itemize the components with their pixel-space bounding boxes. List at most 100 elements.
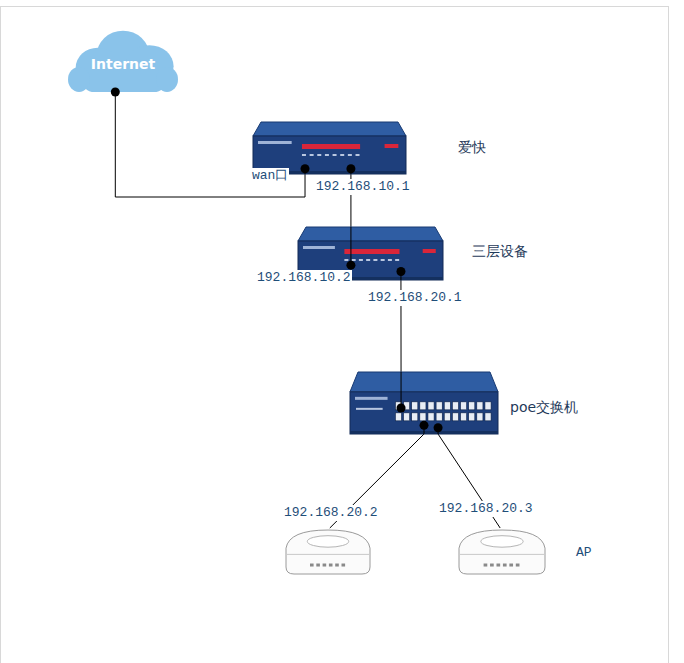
status-light (359, 259, 363, 261)
power-light (385, 144, 399, 148)
switch-port (436, 402, 442, 410)
port-dot (301, 164, 310, 173)
ap-vent (335, 564, 339, 567)
address-label: AP (575, 545, 593, 561)
frame-border (1, 7, 669, 663)
device-top (350, 372, 498, 392)
switch-icon (350, 372, 498, 434)
ap-vent (310, 564, 314, 567)
status-light (344, 259, 348, 261)
ip-address: 192.168.20.3 (438, 501, 534, 517)
status-light (325, 154, 329, 156)
poe-switch: poe交换机 (350, 372, 498, 434)
ap-icon (456, 528, 548, 576)
switch-port (444, 413, 450, 421)
address-label: 192.168.20.1 (367, 290, 463, 306)
status-light (381, 259, 385, 261)
port-stub (350, 227, 351, 265)
switch-port (404, 413, 410, 421)
status-light (340, 154, 344, 156)
switch-port (469, 402, 475, 410)
ap-seam (460, 554, 544, 555)
switch-port (395, 413, 401, 421)
ip-address: 192.168.20.2 (283, 505, 379, 521)
port-dot (434, 423, 443, 432)
port-dot (346, 261, 355, 270)
led-strip (302, 144, 360, 149)
ap-top (481, 536, 523, 548)
switch-port (477, 413, 483, 421)
status-light (356, 408, 383, 410)
brand-mark (355, 397, 388, 400)
switch-port (461, 402, 467, 410)
port-label: wan口 (251, 168, 289, 184)
ap-vent (490, 564, 494, 567)
router-icon (253, 122, 406, 174)
status-light (352, 259, 356, 261)
switch-port (428, 413, 434, 421)
status-light (373, 259, 377, 261)
brand-mark (303, 246, 335, 249)
address-label: 192.168.10.2 (256, 270, 352, 286)
ap-vent (503, 564, 507, 567)
device-top (298, 227, 443, 241)
switch-port (477, 402, 483, 410)
ap-top (307, 536, 348, 548)
ap-vent (516, 564, 520, 567)
ap-vent (342, 564, 346, 567)
switch-port (428, 402, 434, 410)
switch-port (412, 413, 418, 421)
ap-vent (484, 564, 488, 567)
device-name: poe交换机 (510, 399, 578, 416)
address-label: 192.168.10.1 (315, 179, 411, 195)
switch-port (461, 413, 467, 421)
device-front (350, 392, 498, 434)
ap-body (459, 530, 545, 574)
ap-vent (496, 564, 500, 567)
switch-port (436, 413, 442, 421)
switch-port (420, 413, 426, 421)
access-point: 192.168.20.3 (456, 528, 548, 576)
brand-mark (258, 141, 292, 144)
status-light (388, 259, 392, 261)
power-light (423, 249, 436, 253)
status-light (302, 154, 306, 156)
ap-vent (316, 564, 320, 567)
ap-vent (509, 564, 513, 567)
switch-port (452, 402, 458, 410)
ap-body (286, 530, 370, 574)
port-dot (420, 421, 429, 430)
ap-vent (323, 564, 327, 567)
port-dot (346, 164, 355, 173)
port-dot (396, 267, 405, 276)
led-strip (344, 249, 399, 254)
port-dot (397, 403, 406, 412)
device-top (253, 122, 406, 136)
switch-port (485, 413, 491, 421)
switch-port (420, 402, 426, 410)
cloud-shape (68, 31, 178, 92)
cloud-label: Internet (91, 56, 155, 73)
status-light (310, 154, 314, 156)
switch-port (412, 402, 418, 410)
status-light (366, 259, 370, 261)
network-device: 爱快 (253, 122, 406, 174)
status-light (356, 154, 360, 156)
ap-seam (287, 554, 369, 555)
cloud-node: Internet (68, 28, 178, 94)
status-light (348, 154, 352, 156)
switch-port (444, 402, 450, 410)
switch-port (469, 413, 475, 421)
port-stub (401, 372, 402, 408)
device-name: 三层设备 (472, 243, 528, 260)
status-light (317, 154, 321, 156)
status-light (395, 259, 399, 261)
ap-vent (329, 564, 333, 567)
device-name: 爱快 (458, 139, 486, 156)
ap-icon (283, 528, 373, 576)
port-dot (111, 88, 120, 97)
status-light (333, 154, 337, 156)
switch-port (452, 413, 458, 421)
